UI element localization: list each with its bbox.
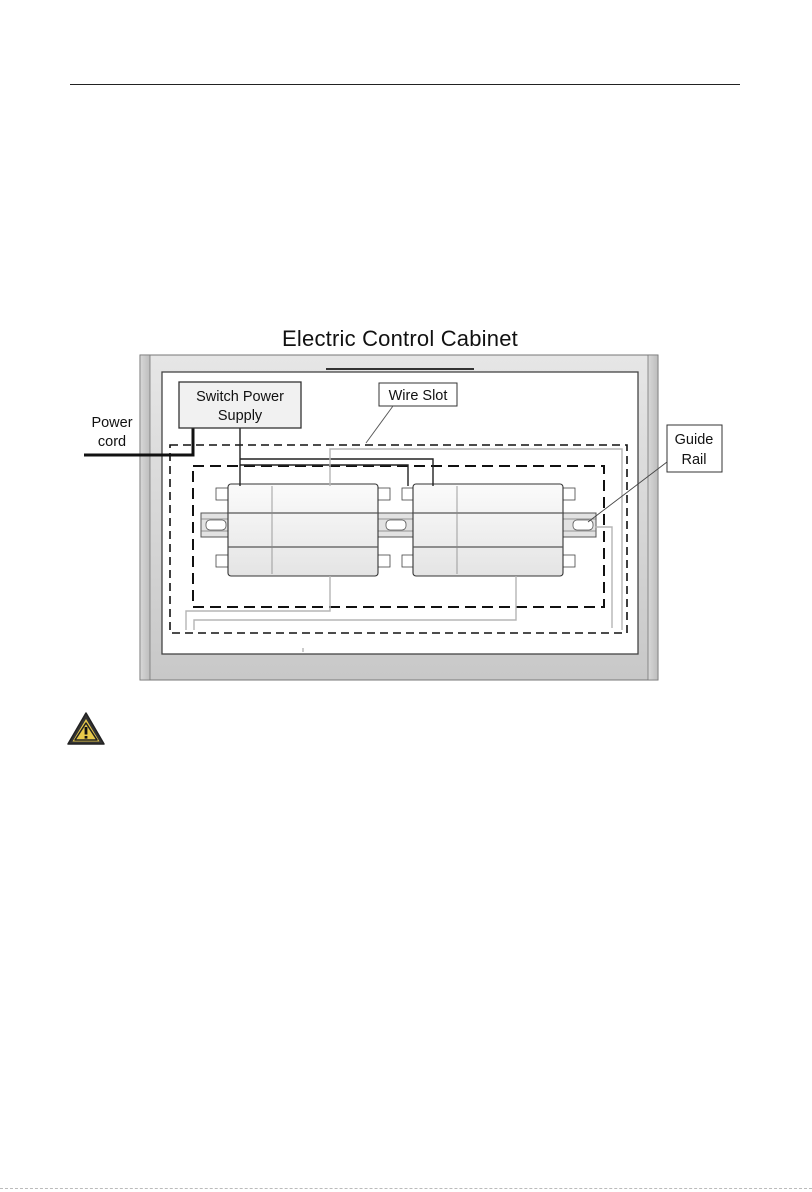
switch-power-supply-label-line1: Switch Power bbox=[196, 389, 284, 405]
guide-rail-label-line2: Rail bbox=[682, 452, 707, 468]
wire-slot-label: Wire Slot bbox=[389, 388, 448, 404]
power-cord-label-line1: Power bbox=[91, 415, 132, 431]
controller-module-2 bbox=[402, 484, 575, 576]
controller-module-1 bbox=[216, 484, 390, 576]
footer-rule bbox=[0, 1188, 812, 1189]
guide-rail-label-line1: Guide bbox=[675, 432, 714, 448]
warning-icon bbox=[66, 711, 106, 747]
switch-power-supply-label-line2: Supply bbox=[218, 408, 263, 424]
power-cord-label-line2: cord bbox=[98, 434, 126, 450]
